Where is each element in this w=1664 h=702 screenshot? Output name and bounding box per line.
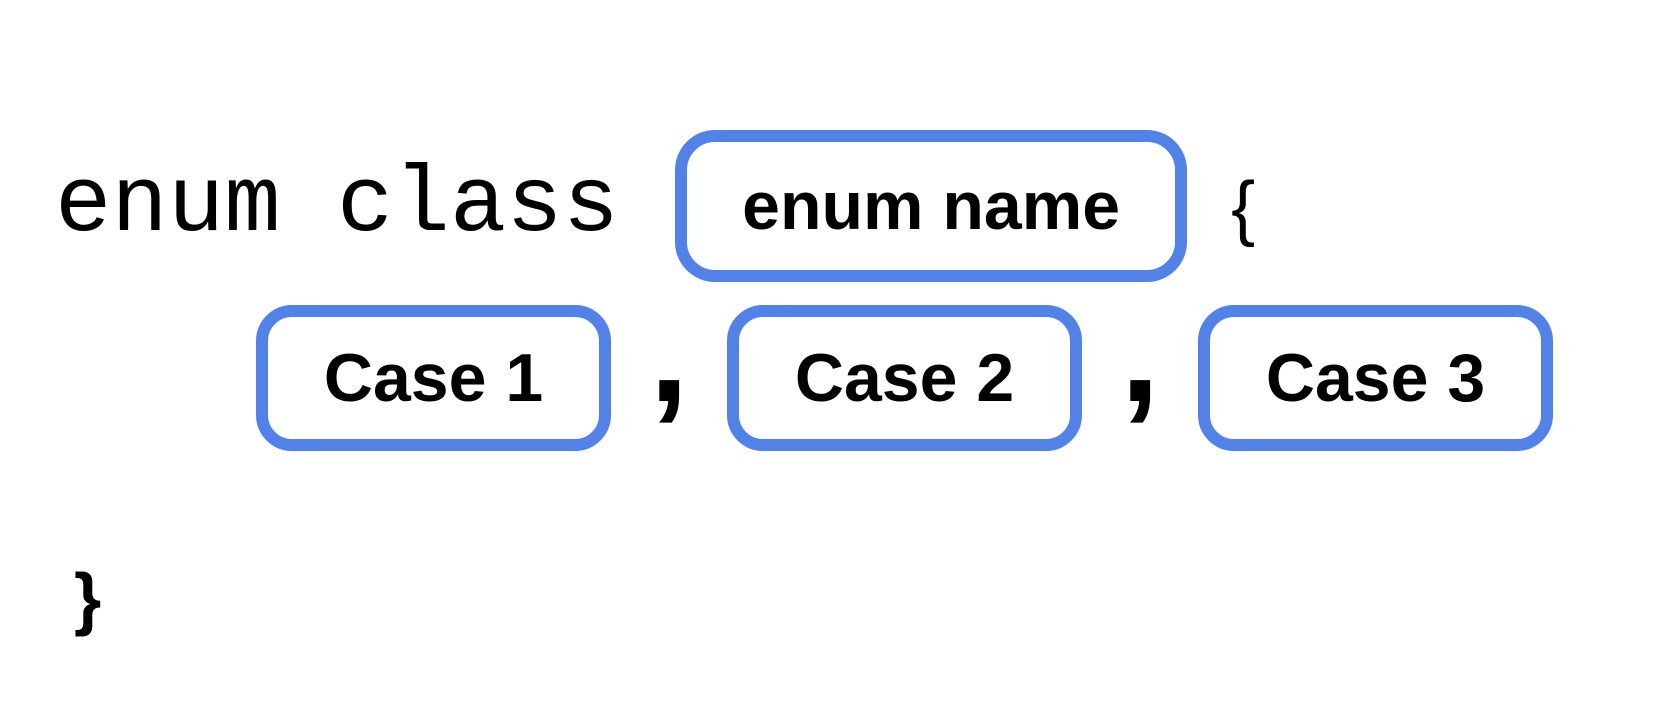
case-1-placeholder-box: Case 1 xyxy=(256,305,611,451)
cases-row: Case 1 , Case 2 , Case 3 xyxy=(256,283,1553,451)
open-brace: { xyxy=(1231,168,1256,249)
close-brace: } xyxy=(74,559,102,637)
separator-comma-2: , xyxy=(1120,274,1160,431)
case-2-label: Case 2 xyxy=(794,340,1015,416)
enum-name-placeholder-box: enum name xyxy=(675,130,1188,282)
declaration-row: enum class enum name { xyxy=(55,130,1255,282)
enum-class-keyword: enum class xyxy=(55,153,620,259)
case-3-label: Case 3 xyxy=(1265,340,1486,416)
separator-comma-1: , xyxy=(649,274,689,431)
enum-name-placeholder-label: enum name xyxy=(742,168,1121,244)
case-1-label: Case 1 xyxy=(323,340,544,416)
case-2-placeholder-box: Case 2 xyxy=(727,305,1082,451)
case-3-placeholder-box: Case 3 xyxy=(1198,305,1553,451)
